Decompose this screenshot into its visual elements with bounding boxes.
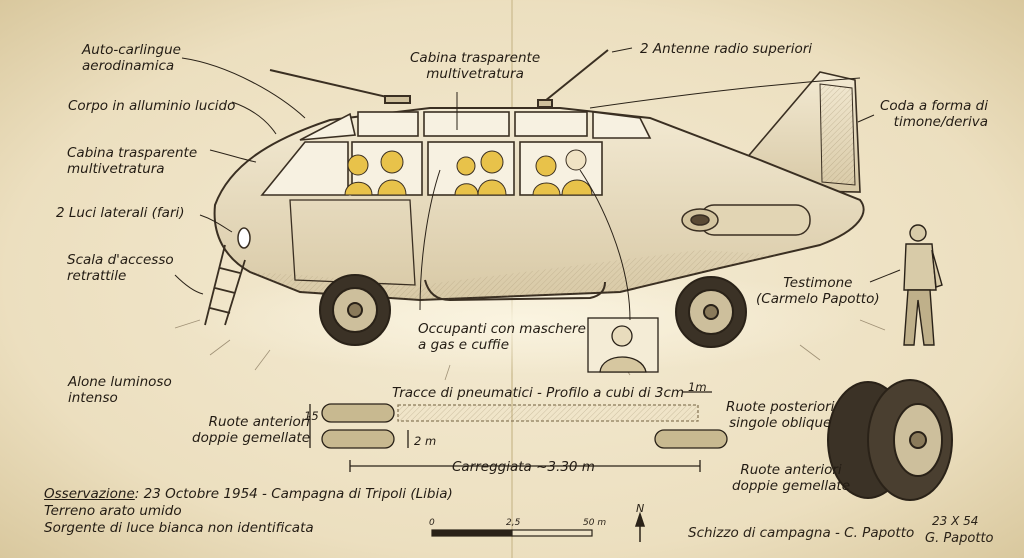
label-antenne: 2 Antenne radio superiori — [640, 41, 812, 57]
scale-bar — [431, 529, 593, 537]
jet-engine — [681, 204, 811, 236]
scale-tick-0: 0 — [429, 518, 435, 528]
wheels — [319, 274, 747, 348]
footer-schizzo: Schizzo di campagna - C. Papotto — [688, 525, 915, 541]
side-light — [237, 227, 251, 249]
twin-wheel-detail — [827, 379, 953, 501]
observation-date: : 23 Octobre 1954 - Campagna di Tripoli … — [134, 486, 453, 502]
label-tracce: Tracce di pneumatici - Profilo a cubi di… — [392, 385, 685, 401]
witness-figure — [903, 224, 943, 346]
scale-tick-mid: 2,5 — [506, 518, 521, 528]
label-luci: 2 Luci laterali (fari) — [56, 205, 185, 221]
leader-lines — [174, 47, 901, 321]
label-corpo: Corpo in alluminio lucido — [68, 98, 236, 114]
door — [289, 199, 416, 286]
north-arrow — [634, 511, 646, 542]
observation-line-3: Sorgente di luce bianca non identificata — [44, 520, 314, 536]
label-dim-1m: 1m — [688, 380, 707, 394]
footer-date-code: 23 X 54 — [932, 514, 979, 528]
label-dim-15: 15 — [304, 409, 319, 423]
north-label: N — [636, 502, 645, 515]
tire-tracks — [309, 391, 728, 472]
label-carreggiata: Carreggiata ~3.30 m — [452, 459, 595, 475]
observation-line-2: Terreno arato umido — [44, 503, 182, 519]
ladder — [204, 244, 246, 326]
antennas — [269, 49, 609, 108]
observation-block: Osservazione: 23 Octobre 1954 - Campagna… — [44, 486, 453, 537]
label-testimone: Testimone(Carmelo Papotto) — [756, 275, 880, 307]
scale-tick-end: 50 m — [583, 518, 607, 528]
occupants — [344, 149, 593, 196]
footer-signature: G. Papotto — [925, 531, 994, 546]
observation-line-1: Osservazione: 23 Octobre 1954 - Campagna… — [44, 486, 453, 503]
observation-heading: Osservazione — [44, 486, 135, 502]
label-dim-2m: 2 m — [414, 434, 437, 448]
witness-portrait — [587, 317, 659, 373]
